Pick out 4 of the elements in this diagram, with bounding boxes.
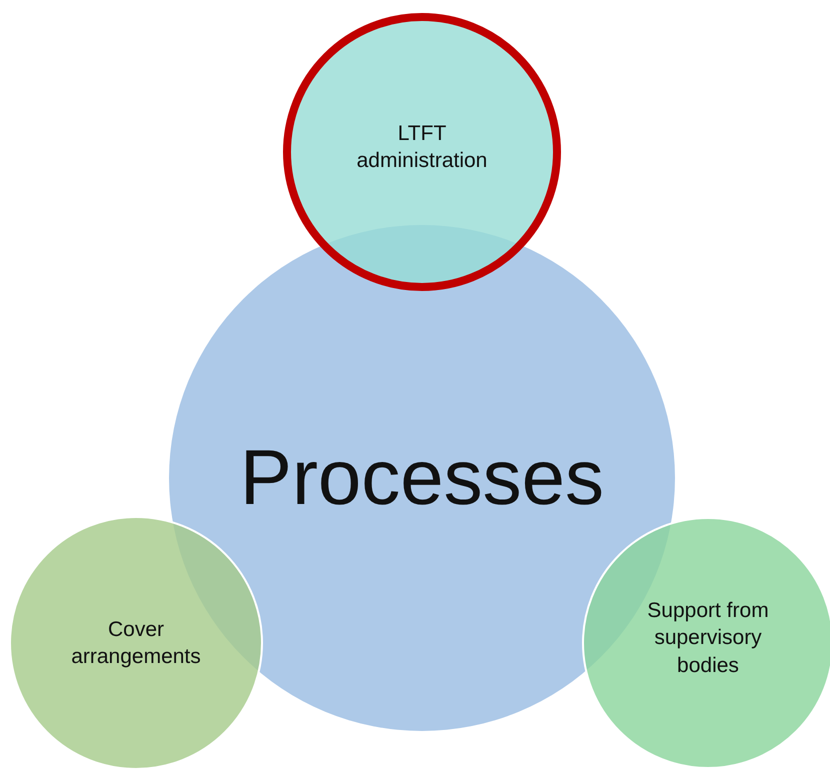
node-label: Support from supervisory bodies xyxy=(646,598,770,679)
center-label: Processes xyxy=(238,432,606,524)
node-label: LTFT administration xyxy=(356,120,488,174)
node-label: Cover arrangements xyxy=(70,616,202,670)
